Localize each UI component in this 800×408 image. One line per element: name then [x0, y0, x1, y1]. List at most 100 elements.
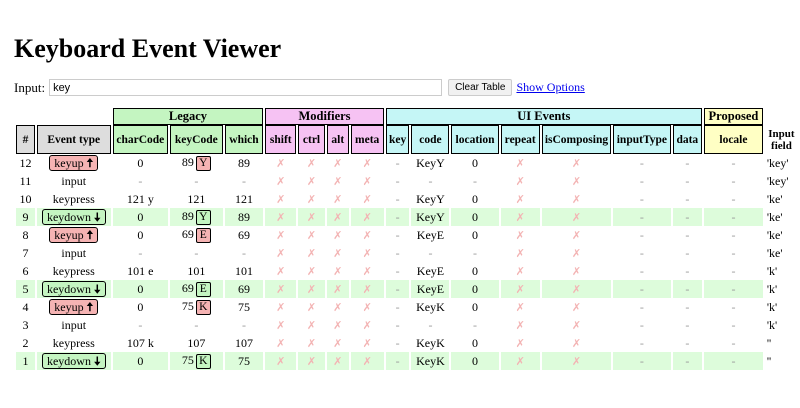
event-table: Legacy Modifiers UI Events Proposed # Ev…	[14, 108, 800, 370]
row-meta: ✗	[362, 264, 372, 278]
key-char-box: E	[195, 228, 211, 243]
row-event-type: keyup 🠅	[37, 226, 111, 244]
row-repeat: ✗	[500, 352, 540, 370]
row-alt: ✗	[333, 300, 343, 314]
row-num: 1	[16, 352, 35, 370]
row-shift: ✗	[276, 336, 286, 350]
col-charcode: charCode	[112, 125, 169, 154]
row-locale: -	[731, 317, 736, 332]
row-keycode: -	[170, 172, 223, 190]
row-repeat: ✗	[515, 336, 525, 350]
up-arrow-icon: 🠅	[86, 228, 94, 242]
row-shift: ✗	[276, 228, 286, 242]
row-data: -	[685, 263, 690, 278]
row-alt: ✗	[333, 264, 343, 278]
up-arrow-icon: 🠅	[86, 156, 94, 170]
row-num: 5	[16, 280, 35, 298]
row-charcode: 0	[112, 208, 169, 226]
row-location: 0	[472, 191, 479, 206]
up-arrow-icon: 🠅	[86, 300, 94, 314]
row-ctrl: ✗	[306, 156, 317, 170]
clear-table-button[interactable]: Clear Table	[448, 79, 513, 96]
row-key: -	[395, 191, 400, 206]
row-code: -	[428, 245, 433, 260]
row-num: 4	[22, 299, 29, 314]
keycode-value: -	[194, 173, 199, 188]
row-locale: -	[731, 263, 736, 278]
row-shift: ✗	[276, 318, 286, 332]
row-meta: ✗	[362, 228, 372, 242]
row-num: 6	[22, 263, 29, 278]
keycode-value: 75	[181, 353, 194, 367]
row-input-field: ''	[764, 352, 798, 370]
row-inputtype: -	[639, 191, 644, 206]
row-locale: -	[704, 280, 763, 298]
key-input[interactable]	[49, 79, 443, 96]
group-ui-events: UI Events	[385, 108, 703, 125]
row-alt: ✗	[333, 336, 343, 350]
row-key: -	[395, 335, 400, 350]
keydown-badge: keydown 🠇	[41, 281, 106, 297]
row-event-type: keydown 🠇	[36, 208, 111, 226]
col-locale: locale	[704, 125, 763, 154]
row-code: -	[428, 317, 433, 332]
row-which: 89	[237, 155, 250, 170]
group-proposed: Proposed	[704, 108, 763, 125]
row-ctrl: ✗	[306, 336, 317, 350]
row-event-type: keydown 🠇	[36, 280, 111, 298]
row-meta: ✗	[350, 352, 384, 370]
row-code: KeyK	[416, 299, 445, 314]
row-charcode: 0	[137, 299, 144, 314]
row-inputtype: -	[639, 227, 644, 242]
row-meta: ✗	[362, 246, 372, 260]
event-type-label: keydown	[46, 282, 91, 296]
row-iscomposing: ✗	[541, 352, 612, 370]
col-inputtype: inputType	[613, 125, 671, 154]
group-modifiers: Modifiers	[265, 108, 384, 125]
row-ctrl: ✗	[298, 208, 325, 226]
keycode-value: 121	[187, 191, 206, 206]
row-alt: ✗	[333, 318, 343, 332]
row-which: 69	[237, 227, 250, 242]
row-keycode: 101	[170, 262, 223, 280]
group-blank	[37, 108, 111, 125]
row-code: -	[428, 173, 433, 188]
row-iscomposing: ✗	[541, 208, 612, 226]
row-key: -	[395, 245, 400, 260]
row-iscomposing: ✗	[571, 228, 582, 242]
row-which: 75	[224, 352, 264, 370]
show-options-link[interactable]: Show Options	[516, 80, 585, 94]
row-num: 9	[16, 208, 35, 226]
row-code: KeyY	[411, 208, 450, 226]
row-key: -	[395, 263, 400, 278]
row-code: KeyY	[416, 155, 445, 170]
col-input-field: Input field	[764, 125, 798, 154]
column-header-row: # Event type charCode keyCode which shif…	[16, 125, 798, 154]
keycode-value: 69	[181, 281, 194, 295]
row-repeat: ✗	[515, 174, 525, 188]
row-code: KeyE	[416, 227, 445, 242]
col-keycode: keyCode	[170, 125, 223, 154]
row-charcode: 101 e	[127, 263, 154, 278]
keycode-value: 69	[181, 227, 194, 241]
row-input-field: 'k'	[764, 316, 798, 334]
row-inputtype: -	[639, 155, 644, 170]
row-event-type: keypress	[52, 263, 95, 278]
row-key: -	[395, 317, 400, 332]
row-input-field: 'k'	[764, 298, 798, 316]
row-event-type: keyup 🠅	[37, 154, 111, 172]
row-charcode: 0	[112, 280, 169, 298]
row-code: KeyE	[416, 263, 445, 278]
row-input-field: 'ke'	[764, 208, 798, 226]
row-data: -	[685, 173, 690, 188]
row-locale: -	[731, 191, 736, 206]
col-meta: meta	[350, 125, 384, 154]
row-repeat: ✗	[515, 156, 525, 170]
row-repeat: ✗	[515, 246, 525, 260]
row-meta: ✗	[350, 208, 384, 226]
row-input-field: 'k'	[764, 280, 798, 298]
